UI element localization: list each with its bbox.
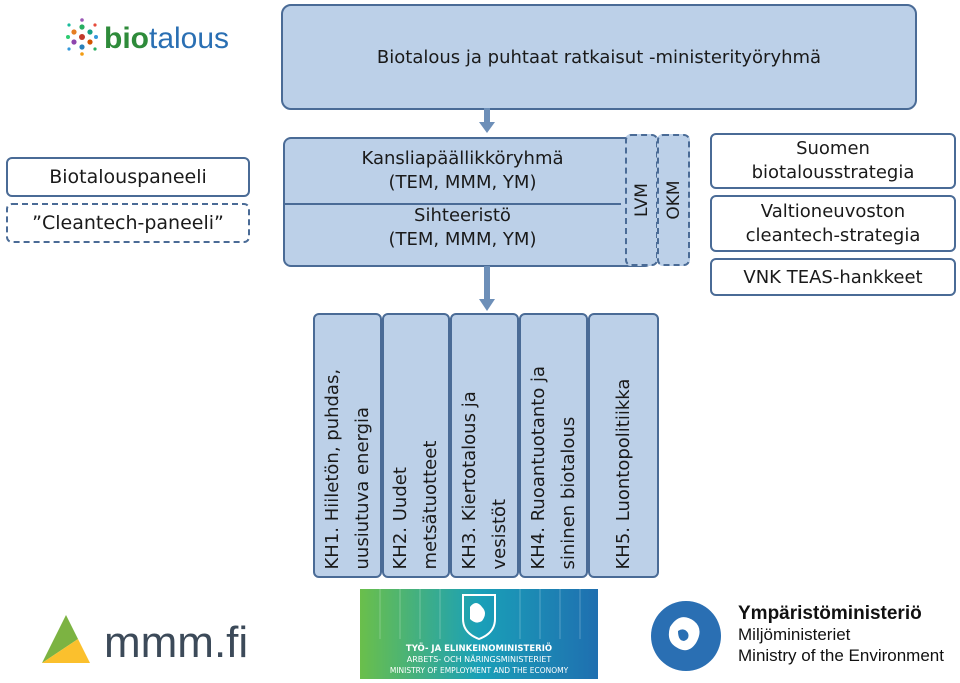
kh4-box: KH4. Ruoantuotanto ja sininen biotalous [519, 313, 588, 578]
kansliapaallikko-title: Kansliapäällikköryhmä [361, 148, 564, 169]
strategy3-label: VNK TEAS-hankkeet [743, 266, 923, 288]
down-arrow-icon [479, 266, 495, 311]
okm-box: OKM [657, 134, 690, 266]
biotalousstrategia-box: Suomen biotalousstrategia [710, 133, 956, 189]
strategy2-line2: cleantech-strategia [745, 224, 921, 246]
biotalous-dots-emblem [66, 18, 98, 56]
kansliapaallikko-members: (TEM, MMM, YM) [388, 172, 537, 193]
tem-logo-line1: TYÖ- JA ELINKEINOMINISTERIÖ [406, 643, 552, 654]
sihteeristo-title: Sihteeristö [414, 205, 511, 226]
kh2-line2: metsätuotteet [420, 440, 441, 569]
kh2-line1: KH2. Uudet [390, 466, 411, 569]
kansliapaallikko-box: Kansliapäällikköryhmä (TEM, MMM, YM) Sih… [283, 137, 653, 267]
kansliapaallikko-divider [285, 203, 621, 205]
sihteeristo-members: (TEM, MMM, YM) [388, 229, 537, 250]
strategy1-line2: biotalousstrategia [751, 162, 915, 183]
kh3-line2: vesistöt [488, 498, 510, 569]
tem-logo-line3: MINISTRY OF EMPLOYMENT AND THE ECONOMY [390, 666, 569, 675]
kh2-box: KH2. Uudet metsätuotteet [382, 313, 450, 578]
down-arrow-icon [479, 108, 495, 133]
kh5-box: KH5. Luontopolitiikka [588, 313, 659, 578]
strategy1-line1: Suomen [796, 138, 870, 159]
panel2-label: ”Cleantech-paneeli” [32, 212, 224, 234]
cleantech-strategia-box: Valtioneuvoston cleantech-strategia [710, 195, 956, 252]
biotalous-logo-bio: bio [104, 22, 149, 55]
biotalous-logo-talous: talous [149, 22, 229, 55]
kh4-line1: KH4. Ruoantuotanto ja [527, 365, 549, 569]
teas-hankkeet-box: VNK TEAS-hankkeet [710, 258, 956, 296]
lvm-box: LVM [625, 134, 658, 266]
mmm-logo: mmm.fi [42, 615, 248, 667]
kh1-line1: KH1. Hiiletön, puhdas, [321, 368, 343, 569]
biotalouspaneeli-box: Biotalouspaneeli [6, 157, 250, 197]
cleantech-paneeli-box: ”Cleantech-paneeli” [6, 203, 250, 243]
svg-text:biotalous: biotalous [104, 22, 229, 55]
ym-logo: Ympäristöministeriö Miljöministeriet Min… [651, 601, 944, 671]
kh5-line1: KH5. Luontopolitiikka [612, 378, 634, 569]
kh3-line1: KH3. Kiertotalous ja [458, 390, 480, 569]
tem-logo: TYÖ- JA ELINKEINOMINISTERIÖ ARBETS- OCH … [360, 589, 598, 679]
kh1-box: KH1. Hiiletön, puhdas, uusiutuva energia [313, 313, 382, 578]
ym-logo-line2: Miljöministeriet [738, 625, 851, 644]
ministerial-group-box: Biotalous ja puhtaat ratkaisut -minister… [281, 4, 917, 110]
lion-crest-icon [462, 594, 496, 641]
mmm-emblem-icon [42, 615, 90, 663]
kh1-line2: uusiutuva energia [351, 406, 373, 569]
tem-logo-line2: ARBETS- OCH NÄRINGSMINISTERIET [407, 654, 552, 664]
kh4-line2: sininen biotalous [557, 416, 579, 569]
strategy2-line1: Valtioneuvoston [760, 200, 906, 222]
ym-logo-line3: Ministry of the Environment [738, 646, 944, 665]
mmm-logo-text: mmm.fi [104, 618, 248, 667]
biotalous-logo: biotalous [66, 18, 229, 56]
ym-logo-line1: Ympäristöministeriö [738, 603, 922, 624]
lion-emblem-icon [651, 601, 721, 671]
okm-label: OKM [663, 180, 684, 220]
ministerial-group-title: Biotalous ja puhtaat ratkaisut -minister… [376, 46, 822, 68]
kh3-box: KH3. Kiertotalous ja vesistöt [450, 313, 519, 578]
lvm-label: LVM [631, 183, 652, 217]
panel1-label: Biotalouspaneeli [49, 166, 207, 188]
